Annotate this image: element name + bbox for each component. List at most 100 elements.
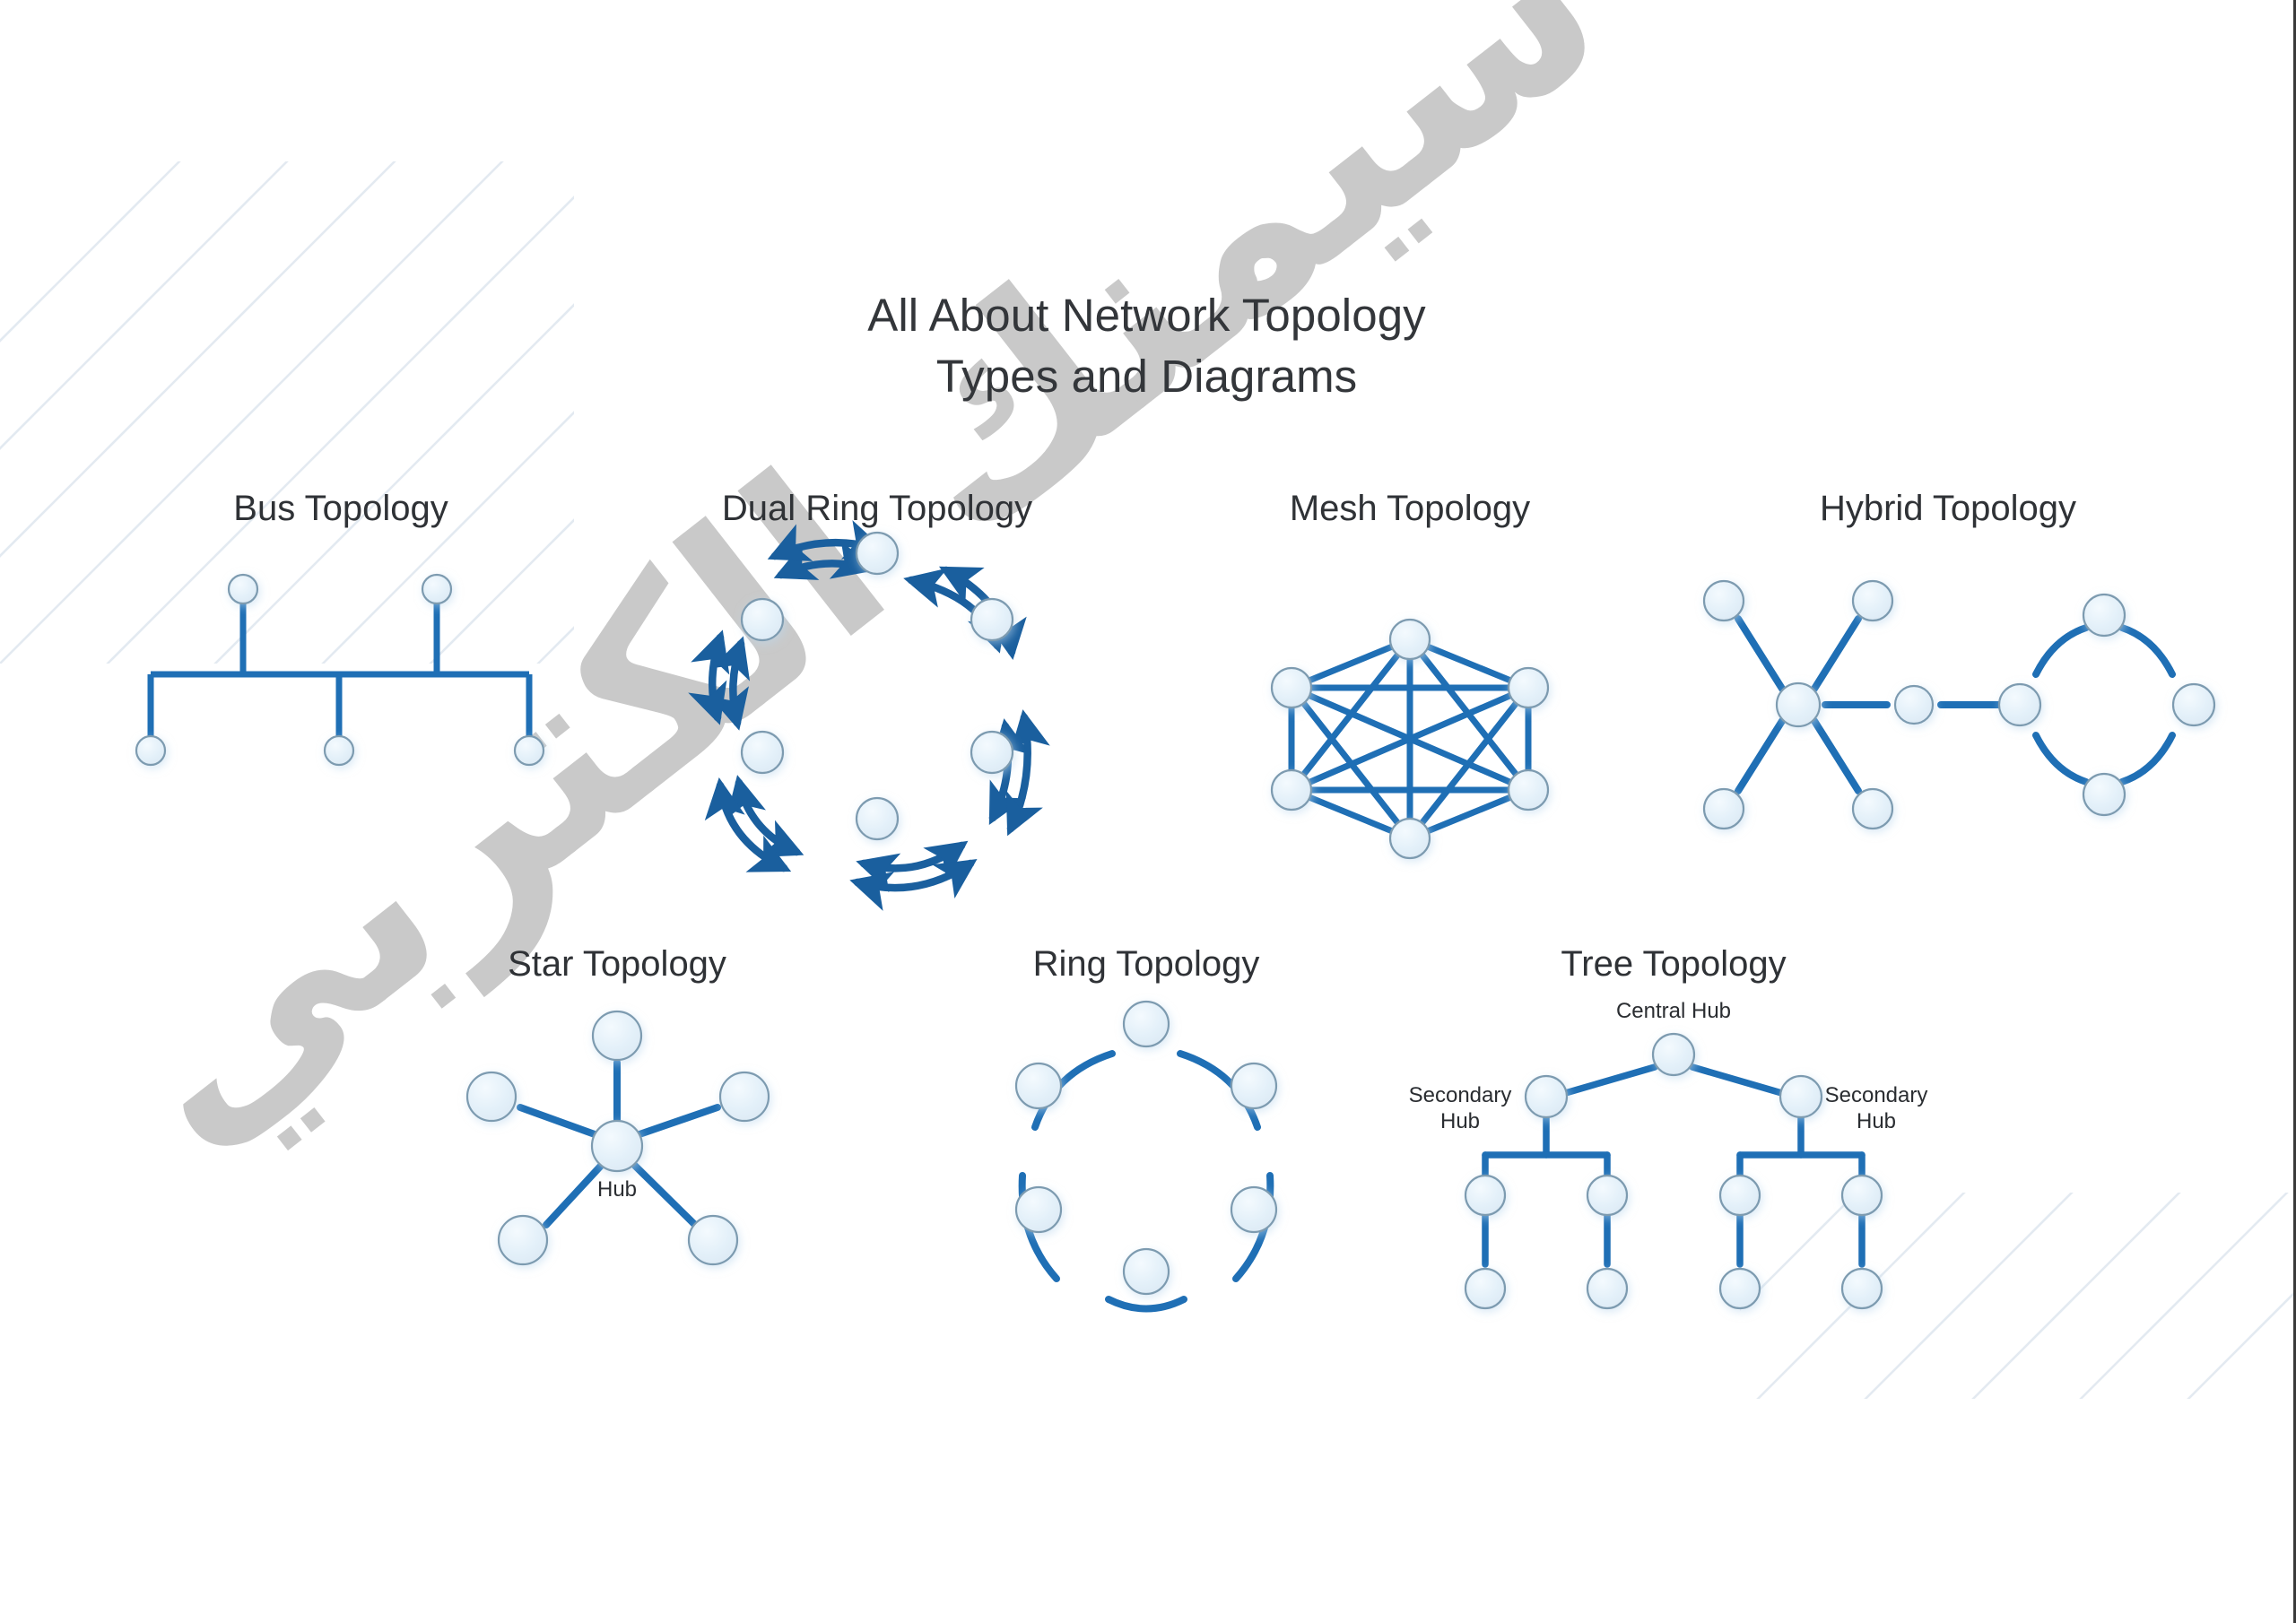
mesh-node[interactable] bbox=[1507, 768, 1550, 812]
star-leaf[interactable] bbox=[687, 1214, 739, 1266]
dual-ring-arrow bbox=[709, 636, 751, 731]
ring-node[interactable] bbox=[1122, 1247, 1170, 1296]
hybrid-star-hub[interactable] bbox=[1775, 681, 1822, 728]
tree-leaf-node[interactable] bbox=[1718, 1267, 1761, 1310]
section-title-tree: Tree Topology bbox=[1561, 944, 1787, 984]
bus-node[interactable] bbox=[421, 573, 453, 605]
dual-ring-node[interactable] bbox=[970, 597, 1014, 642]
bus-node[interactable] bbox=[227, 573, 259, 605]
dual-ring-arrow bbox=[856, 840, 969, 893]
star-leaf[interactable] bbox=[591, 1010, 643, 1062]
hybrid-links bbox=[1735, 615, 2176, 794]
mesh-edge bbox=[1288, 636, 1413, 691]
star-leaf[interactable] bbox=[465, 1071, 517, 1123]
ring-node[interactable] bbox=[1230, 1062, 1278, 1110]
hybrid-star-leaf[interactable] bbox=[1851, 787, 1894, 830]
bus-node[interactable] bbox=[135, 734, 167, 767]
page-title-line2: Types and Diagrams bbox=[935, 350, 1358, 402]
tree-secondary-hub-label-left: Secondary Hub bbox=[1408, 1083, 1512, 1134]
ring-arc bbox=[1232, 1172, 1274, 1282]
hybrid-star-leaf[interactable] bbox=[1702, 579, 1745, 622]
hybrid-spoke bbox=[1735, 717, 1786, 794]
tree-child-node[interactable] bbox=[1464, 1174, 1507, 1217]
dual-ring-arrow bbox=[704, 777, 792, 872]
bus-links bbox=[147, 603, 533, 736]
star-spoke-lower-left bbox=[543, 1162, 604, 1228]
section-title-bus: Bus Topology bbox=[233, 489, 448, 528]
tree-leaf-node[interactable] bbox=[1840, 1267, 1883, 1310]
tree-secondary-hub-node[interactable] bbox=[1524, 1074, 1569, 1119]
ring-arc bbox=[1031, 1050, 1116, 1131]
page-title: All About Network Topology Types and Dia… bbox=[0, 285, 2293, 407]
star-nodes bbox=[465, 1010, 770, 1266]
ring-nodes bbox=[1014, 1000, 1278, 1296]
mesh-node[interactable] bbox=[1507, 666, 1550, 709]
dual-ring-node[interactable] bbox=[970, 730, 1014, 775]
star-hub-label: Hub bbox=[596, 1177, 638, 1202]
tree-child-node[interactable] bbox=[1586, 1174, 1629, 1217]
hybrid-ring-node[interactable] bbox=[1997, 682, 2042, 727]
star-links bbox=[517, 1059, 721, 1228]
star-spoke-lower-right bbox=[631, 1162, 699, 1228]
bus-nodes bbox=[135, 573, 545, 767]
tree-secondary-hub-label-right: Secondary Hub bbox=[1824, 1083, 1928, 1134]
tree-secondary-hub-node[interactable] bbox=[1779, 1074, 1823, 1119]
dual-ring-arrow bbox=[849, 858, 978, 911]
mesh-links bbox=[1288, 636, 1532, 842]
dual-ring-node[interactable] bbox=[855, 796, 900, 841]
dual-ring-arrow bbox=[1005, 709, 1050, 837]
diagram-star bbox=[465, 1010, 770, 1266]
diagram-dual-ring bbox=[688, 520, 1050, 911]
hybrid-ring-node[interactable] bbox=[2082, 772, 2126, 817]
star-spoke-upper-right bbox=[636, 1104, 721, 1138]
tree-central-hub-label: Central Hub bbox=[1615, 999, 1732, 1023]
dual-ring-node[interactable] bbox=[740, 730, 785, 775]
star-spoke-upper-left bbox=[517, 1104, 598, 1138]
tree-child-node[interactable] bbox=[1840, 1174, 1883, 1217]
hybrid-nodes bbox=[1702, 579, 2216, 830]
dual-ring-node[interactable] bbox=[855, 531, 900, 576]
hybrid-star-leaf[interactable] bbox=[1702, 787, 1745, 830]
mesh-edge bbox=[1406, 786, 1532, 842]
tree-edge-root-left bbox=[1559, 1063, 1658, 1098]
hybrid-bridge-node[interactable] bbox=[1893, 684, 1935, 725]
hybrid-star-leaf[interactable] bbox=[1851, 579, 1894, 622]
star-leaf[interactable] bbox=[497, 1214, 549, 1266]
star-leaf[interactable] bbox=[718, 1071, 770, 1123]
hybrid-ring-node[interactable] bbox=[2171, 682, 2216, 727]
mesh-node[interactable] bbox=[1388, 817, 1431, 860]
mesh-edge bbox=[1406, 636, 1532, 691]
tree-edge-root-right bbox=[1689, 1063, 1788, 1098]
tree-child-node[interactable] bbox=[1718, 1174, 1761, 1217]
bus-node[interactable] bbox=[323, 734, 355, 767]
section-title-ring: Ring Topology bbox=[1032, 944, 1260, 984]
mesh-node[interactable] bbox=[1270, 666, 1313, 709]
tree-leaf-node[interactable] bbox=[1464, 1267, 1507, 1310]
section-title-dual-ring: Dual Ring Topology bbox=[721, 489, 1033, 528]
tree-central-hub-node[interactable] bbox=[1651, 1032, 1696, 1077]
ring-node[interactable] bbox=[1122, 1000, 1170, 1048]
ring-arc bbox=[1177, 1050, 1261, 1131]
bus-node[interactable] bbox=[513, 734, 545, 767]
tree-leaf-node[interactable] bbox=[1586, 1267, 1629, 1310]
hybrid-spoke bbox=[1735, 615, 1786, 692]
dual-ring-arrow bbox=[773, 540, 874, 580]
hybrid-ring-node[interactable] bbox=[2082, 593, 2126, 638]
mesh-node[interactable] bbox=[1270, 768, 1313, 812]
page-title-line1: All About Network Topology bbox=[867, 290, 1426, 341]
mesh-node[interactable] bbox=[1388, 618, 1431, 661]
ring-node[interactable] bbox=[1230, 1185, 1278, 1234]
hatch-top-left bbox=[0, 161, 574, 664]
hybrid-spoke bbox=[1811, 615, 1862, 692]
hybrid-ring-arc bbox=[2118, 732, 2176, 785]
hybrid-ring-arc bbox=[2032, 732, 2090, 785]
star-hub[interactable] bbox=[590, 1119, 644, 1173]
ring-node[interactable] bbox=[1014, 1185, 1063, 1234]
ring-arc bbox=[1105, 1296, 1187, 1313]
dual-ring-node[interactable] bbox=[740, 597, 785, 642]
ring-node[interactable] bbox=[1014, 1062, 1063, 1110]
ring-links bbox=[1018, 1050, 1274, 1313]
